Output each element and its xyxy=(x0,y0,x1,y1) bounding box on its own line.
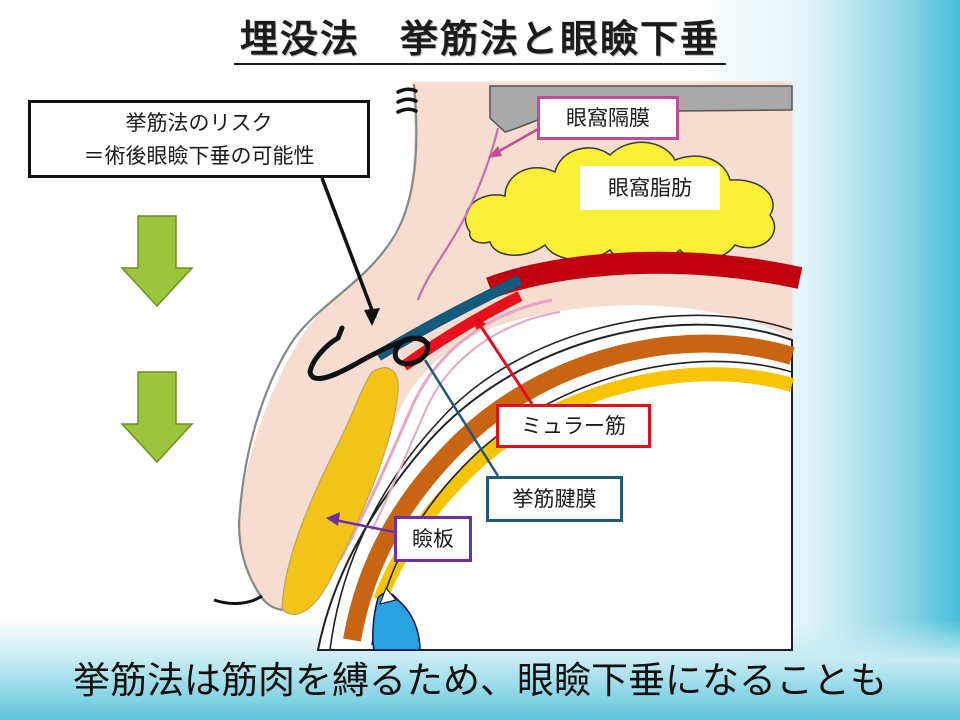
risk-box-line1: 挙筋法のリスク xyxy=(125,111,273,135)
risk-pointer-head xyxy=(364,308,380,326)
septum-pointer-line xyxy=(493,126,541,156)
risk-pointer-line xyxy=(320,177,377,319)
levator-aponeurosis-label: 挙筋腱膜 xyxy=(486,476,623,522)
tarsus-text: 瞼板 xyxy=(412,527,454,551)
slide-title: 埋没法 挙筋法と眼瞼下垂 xyxy=(0,8,960,65)
tarsus-pointer-head xyxy=(326,512,340,526)
orbital-fat-text: 眼窩脂肪 xyxy=(608,176,692,200)
tarsus-pointer-line xyxy=(334,518,395,534)
septum-pointer-head xyxy=(488,146,502,158)
muller-muscle-label: ミュラー筋 xyxy=(496,404,651,448)
cornea-tip xyxy=(379,586,398,605)
orange-brown-layer xyxy=(343,334,795,642)
orbital-fat-label: 眼窩脂肪 xyxy=(580,166,720,210)
muller-muscle-band xyxy=(400,291,523,371)
down-arrow-icon xyxy=(120,371,194,464)
orbital-septum-text: 眼窩隔膜 xyxy=(566,106,650,130)
levator-muscle-band xyxy=(486,251,803,299)
muller-muscle-text: ミュラー筋 xyxy=(521,414,626,438)
orbital-septum-line xyxy=(416,127,500,301)
conjunctiva-line-2 xyxy=(371,311,561,531)
levator-aponeurosis-text: 挙筋腱膜 xyxy=(512,487,597,511)
slide-title-text: 埋没法 挙筋法と眼瞼下垂 xyxy=(233,17,726,65)
orbital-septum-label: 眼窩隔膜 xyxy=(537,96,679,140)
aponeurosis-pointer-line xyxy=(423,359,500,477)
conjunctiva-line xyxy=(338,298,553,561)
risk-box: 挙筋法のリスク ＝術後眼瞼下垂の可能性 xyxy=(28,100,370,178)
bottom-caption: 挙筋法は筋肉を縛るため、眼瞼下垂になることも xyxy=(73,659,887,702)
inner-eye-lines xyxy=(329,314,793,651)
tarsus-label: 瞼板 xyxy=(394,516,472,562)
down-arrow-icon xyxy=(120,215,194,308)
risk-box-line2: ＝術後眼瞼下垂の可能性 xyxy=(83,144,315,168)
muller-pointer-line xyxy=(476,321,534,405)
brow-marks xyxy=(396,87,418,114)
eyelashes xyxy=(213,594,263,605)
tarsus-plate xyxy=(281,367,399,616)
suture-loop xyxy=(307,325,431,382)
muller-pointer-head xyxy=(474,314,486,330)
